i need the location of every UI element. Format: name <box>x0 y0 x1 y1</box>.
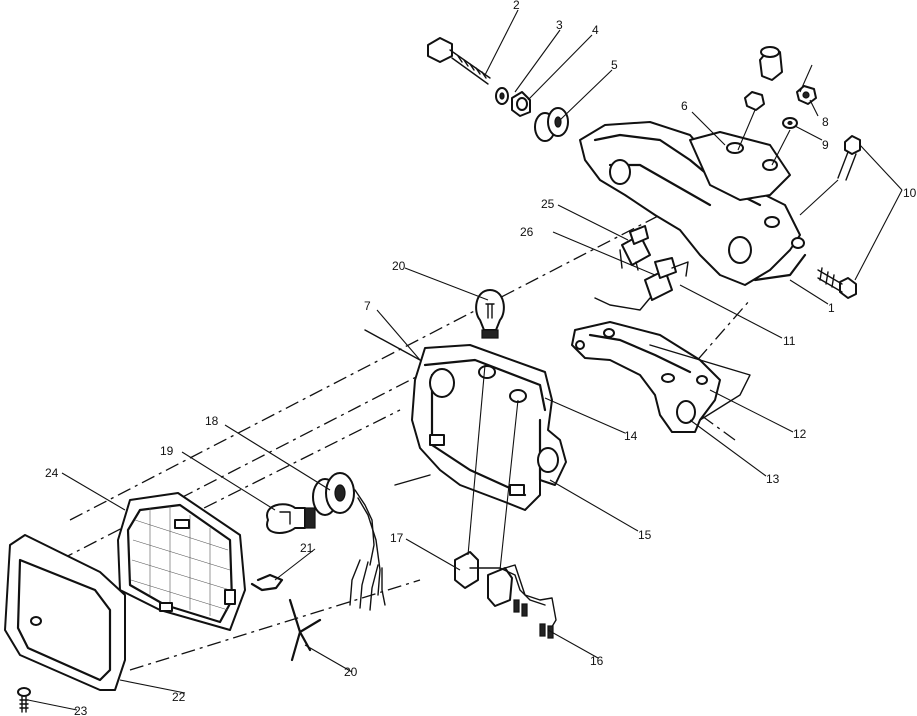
bulb-19 <box>266 503 316 534</box>
callout-21: 21 <box>300 541 314 555</box>
spring-clip-21 <box>250 573 284 592</box>
callout-25: 25 <box>541 197 555 211</box>
nut-8 <box>744 85 817 111</box>
bolt-2 <box>427 37 491 85</box>
grommet-5 <box>534 107 569 142</box>
callout-8: 8 <box>822 115 829 129</box>
bolt-10-upper <box>837 135 861 181</box>
lens-24 <box>117 492 246 631</box>
callout-12: 12 <box>793 427 807 441</box>
callout-2: 2 <box>513 0 520 12</box>
callout-leaders <box>27 9 903 711</box>
callout-6: 6 <box>681 99 688 113</box>
callout-13: 13 <box>766 472 780 486</box>
spacer-4 <box>511 91 531 117</box>
callout-4: 4 <box>592 23 599 37</box>
callout-14: 14 <box>624 429 638 443</box>
callout-16: 16 <box>590 654 604 668</box>
rubber-bushing <box>759 46 783 81</box>
callout-7: 7 <box>364 299 371 313</box>
callout-labels: 1 2 3 4 5 6 7 8 9 10 11 12 13 14 15 16 1… <box>45 0 917 716</box>
callout-17: 17 <box>390 531 404 545</box>
callout-9: 9 <box>822 138 829 152</box>
hardware-guide-lines <box>737 109 839 216</box>
callout-5: 5 <box>611 58 618 72</box>
washer-9 <box>782 117 798 129</box>
callout-20-upper: 20 <box>392 259 406 273</box>
callout-11: 11 <box>783 334 796 348</box>
callout-22: 22 <box>172 690 186 704</box>
bezel-ring-22 <box>4 534 126 691</box>
switch-25 <box>619 225 651 271</box>
headlight-housing <box>411 344 567 511</box>
callout-18: 18 <box>205 414 219 428</box>
washer-3 <box>495 87 509 105</box>
callout-3: 3 <box>556 18 563 32</box>
outline-lines <box>364 329 751 486</box>
lower-bracket <box>571 321 721 433</box>
lens-pattern <box>130 506 231 616</box>
screw-23 <box>17 687 31 713</box>
callout-23: 23 <box>74 704 88 716</box>
callout-10: 10 <box>903 186 917 200</box>
callout-15: 15 <box>638 528 652 542</box>
callout-20-lower: 20 <box>344 665 358 679</box>
callout-24: 24 <box>45 466 59 480</box>
mounting-bracket <box>579 121 807 286</box>
bulb-socket-18 <box>312 472 386 611</box>
bolt-10-lower <box>817 267 857 299</box>
switch-26 <box>594 257 689 311</box>
callout-1: 1 <box>828 301 835 315</box>
callout-19: 19 <box>160 444 174 458</box>
callout-26: 26 <box>520 225 534 239</box>
